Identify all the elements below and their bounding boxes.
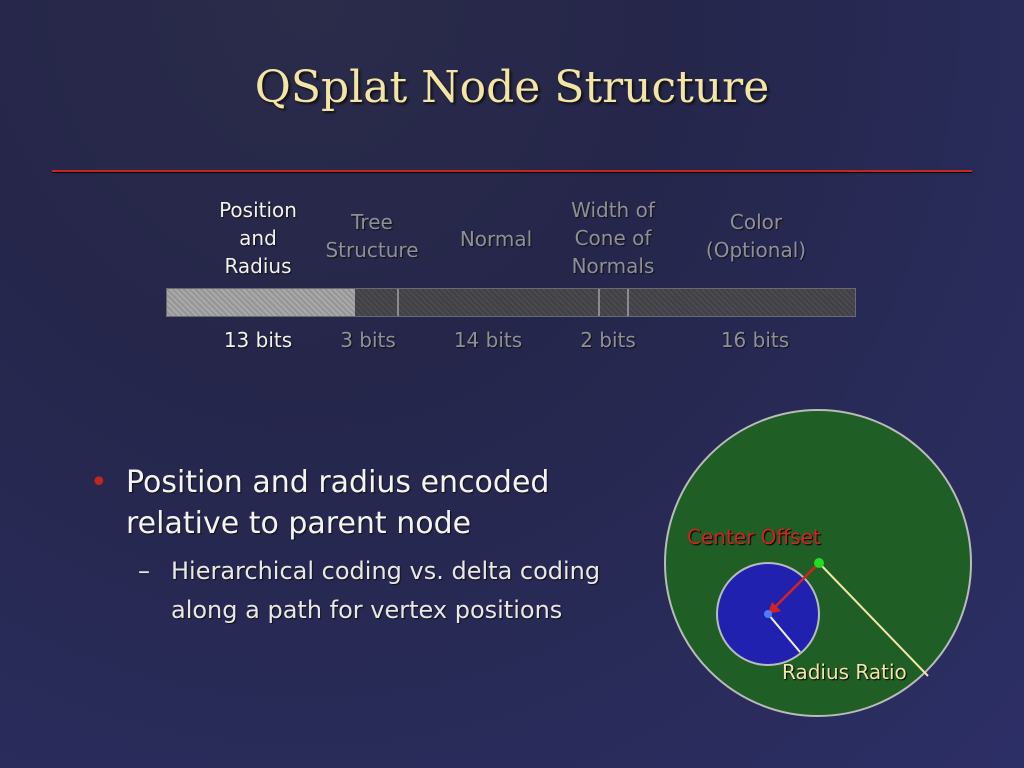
center-offset-label: Center Offset [687, 525, 821, 549]
field-label-normal: Normal [459, 227, 533, 251]
parent-radius-line [818, 562, 929, 677]
bit-divider [598, 289, 600, 316]
bits-tree-structure: 3 bits [340, 328, 396, 352]
field-label-tree-structure: Tree Structure [325, 210, 419, 262]
sub-bullet-text: Hierarchical coding vs. delta coding alo… [171, 557, 601, 624]
slide-title: QSplat Node Structure [254, 62, 770, 113]
bit-segment-position-radius [167, 289, 355, 316]
circle-diagram [664, 409, 972, 717]
field-label-position-radius: Position and Radius [219, 198, 297, 278]
bit-layout-bar [166, 288, 856, 317]
bit-divider [627, 289, 629, 316]
bullet-marker: • [90, 465, 108, 500]
bit-divider [397, 289, 399, 316]
field-label-cone-width: Width of Cone of Normals [571, 198, 655, 278]
field-label-color: Color (Optional) [705, 210, 807, 262]
title-divider [52, 170, 972, 172]
bullet-main-text: Position and radius encoded relative to … [126, 465, 550, 541]
bits-color: 16 bits [720, 328, 790, 352]
center-offset-arrow [772, 564, 818, 610]
bits-cone-width: 2 bits [580, 328, 636, 352]
bits-normal: 14 bits [453, 328, 523, 352]
radius-ratio-label: Radius Ratio [782, 660, 907, 684]
bits-position-radius: 13 bits [223, 328, 293, 352]
parent-center-point [814, 558, 824, 568]
sub-bullet-marker: – [138, 557, 150, 585]
child-center-point [764, 610, 772, 618]
center-offset-arrowhead [768, 602, 781, 614]
child-radius-line [767, 613, 801, 653]
